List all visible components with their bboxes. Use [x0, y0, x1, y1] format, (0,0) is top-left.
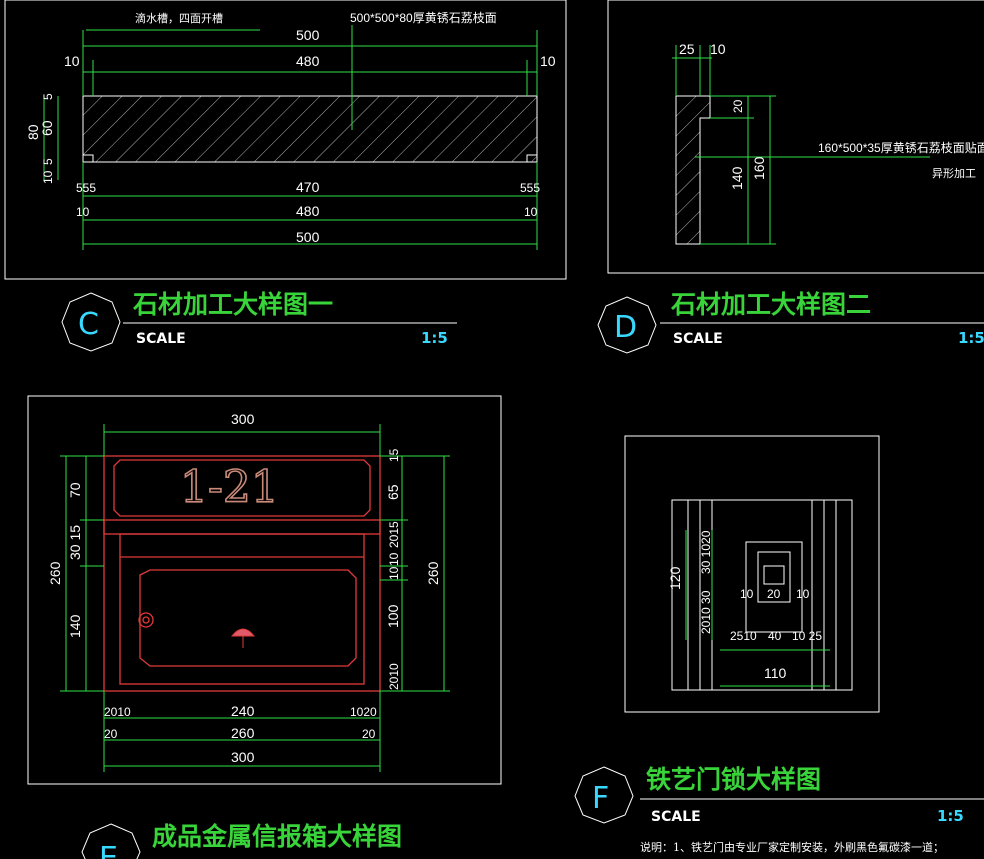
view-d-scale-label: SCALE — [673, 331, 723, 347]
stone-veneer-section — [675, 95, 711, 245]
dim-side-total: 80 — [25, 124, 41, 140]
dim-bottom-left: 555 — [76, 181, 96, 195]
dim-d-160: 160 — [751, 156, 767, 180]
dim-f-v2010: 2010 30 — [699, 590, 713, 634]
mailbox-lid-strip — [103, 519, 381, 535]
dim-top-right: 10 — [540, 53, 556, 69]
annotation-veneer-material: 160*500*35厚黄锈石荔枝面贴面 — [818, 140, 984, 155]
dim-side-10: 10 — [41, 170, 55, 184]
view-d-frame — [607, 0, 984, 274]
drip-groove-right — [526, 154, 538, 163]
ginkgo-leaf-icon — [230, 628, 256, 648]
view-f-scale-value: 1:5 — [937, 807, 964, 825]
dim-e-r100: 100 — [385, 604, 401, 628]
view-f-gate-lock-detail: 120 30 1020 2010 30 10 20 10 2510 40 10 … — [574, 435, 984, 854]
dim-e-bot-300: 300 — [231, 749, 255, 765]
view-d-badge — [597, 296, 657, 354]
dim-bottom-total: 500 — [296, 229, 320, 245]
view-c-scale-value: 1:5 — [421, 329, 448, 347]
dim-e-right-260: 260 — [425, 561, 441, 585]
view-e-title: 成品金属信报箱大样图 — [152, 822, 402, 851]
view-f-title: 铁艺门锁大样图 — [646, 765, 821, 794]
view-e-frame — [27, 395, 502, 785]
dim-e-r2015: 2015 — [387, 521, 401, 548]
lock-icon — [138, 612, 154, 628]
dim-f-m10b: 10 — [796, 587, 810, 601]
dim-bottom-r10: 10 — [524, 205, 538, 219]
gate-outline — [671, 499, 853, 691]
stone-slab-section — [82, 95, 538, 163]
mailbox-body — [103, 455, 381, 692]
drip-groove-left — [82, 154, 94, 163]
dim-bottom-mid: 470 — [296, 179, 320, 195]
dim-e-r2010: 2010 — [387, 663, 401, 690]
view-f-note: 说明：1、铁艺门由专业厂家定制安装，外刷黑色氟碳漆一道； — [640, 840, 944, 854]
dim-d-25: 25 — [679, 41, 695, 57]
keyhole-icon — [763, 565, 785, 585]
view-e-badge — [81, 823, 141, 859]
dim-e-b20a: 20 — [104, 727, 118, 741]
view-f-badge — [574, 766, 634, 824]
view-c-frame — [4, 0, 567, 280]
annotation-shape: 异形加工 — [932, 167, 976, 180]
dim-bottom-inner: 480 — [296, 203, 320, 219]
view-c-title: 石材加工大样图一 — [132, 290, 333, 319]
dim-e-b20b: 20 — [362, 727, 376, 741]
dim-e-left-3015: 30 15 — [67, 525, 83, 560]
dim-f-b110: 110 — [764, 665, 787, 681]
dim-e-left-140: 140 — [67, 614, 83, 638]
dim-e-r10b: 10 — [387, 566, 401, 580]
dim-top-inner: 480 — [296, 53, 320, 69]
view-d-stone-detail-2: 25 10 20 140 160 160*500*35厚黄锈石荔枝面贴面 异形加… — [597, 0, 984, 354]
dim-d-10: 10 — [710, 41, 726, 57]
dim-e-b2010: 2010 — [104, 705, 131, 719]
dim-d-20: 20 — [731, 99, 745, 113]
dim-f-b1025: 10 25 — [792, 629, 822, 643]
mailbox-door-panel — [139, 569, 357, 667]
view-f-badge-letter: F — [592, 781, 609, 816]
dim-top-left: 10 — [64, 53, 80, 69]
view-d-title: 石材加工大样图二 — [670, 290, 871, 319]
mailbox-plate-number: 1-21 — [180, 462, 279, 513]
dim-top-total: 500 — [296, 27, 320, 43]
dim-e-top-300: 300 — [231, 411, 255, 427]
view-d-badge-letter: D — [614, 310, 637, 345]
dim-bottom-l10: 10 — [76, 205, 90, 219]
dim-side-60: 60 — [39, 120, 55, 136]
dim-f-m20: 20 — [767, 587, 781, 601]
dim-f-b40: 40 — [768, 629, 782, 643]
dim-f-m10a: 10 — [740, 587, 754, 601]
dim-e-b1020: 1020 — [350, 705, 377, 719]
dim-side-5b: 5 — [41, 158, 55, 165]
annotation-groove: 滴水槽，四面开槽 — [135, 11, 223, 25]
dim-e-r65: 65 — [385, 484, 401, 500]
view-c-badge-letter: C — [78, 307, 99, 342]
view-e-badge-letter: E — [99, 841, 118, 859]
mailbox-number-plate — [113, 459, 371, 517]
dim-f-v3040: 30 1020 — [699, 530, 713, 574]
dim-e-bot-260: 260 — [231, 725, 255, 741]
dim-bottom-right: 555 — [520, 181, 540, 195]
dim-f-v120: 120 — [667, 566, 683, 590]
view-c-badge — [61, 292, 121, 352]
dim-side-5a: 5 — [41, 93, 55, 100]
view-c-stone-detail-1: 滴水槽，四面开槽 500*500*80厚黄锈石荔枝面 500 480 10 10… — [4, 0, 567, 352]
view-f-frame — [624, 435, 880, 713]
dim-f-b2510: 2510 — [730, 629, 757, 643]
annotation-material: 500*500*80厚黄锈石荔枝面 — [350, 10, 497, 25]
view-f-scale-label: SCALE — [651, 809, 701, 825]
dim-e-left-260: 260 — [47, 561, 63, 585]
view-d-scale-value: 1:5 — [958, 329, 984, 347]
lock-housing — [745, 541, 803, 633]
dim-e-r15: 15 — [387, 448, 401, 462]
dim-e-r10a: 10 — [387, 552, 401, 566]
view-c-scale-label: SCALE — [136, 331, 186, 347]
dim-e-left-70: 70 — [67, 482, 83, 498]
view-e-mailbox-detail: 1-21 300 2010 240 1020 20 260 20 300 260 — [27, 395, 502, 859]
dim-d-140: 140 — [729, 166, 745, 190]
dim-e-bot-240: 240 — [231, 703, 255, 719]
